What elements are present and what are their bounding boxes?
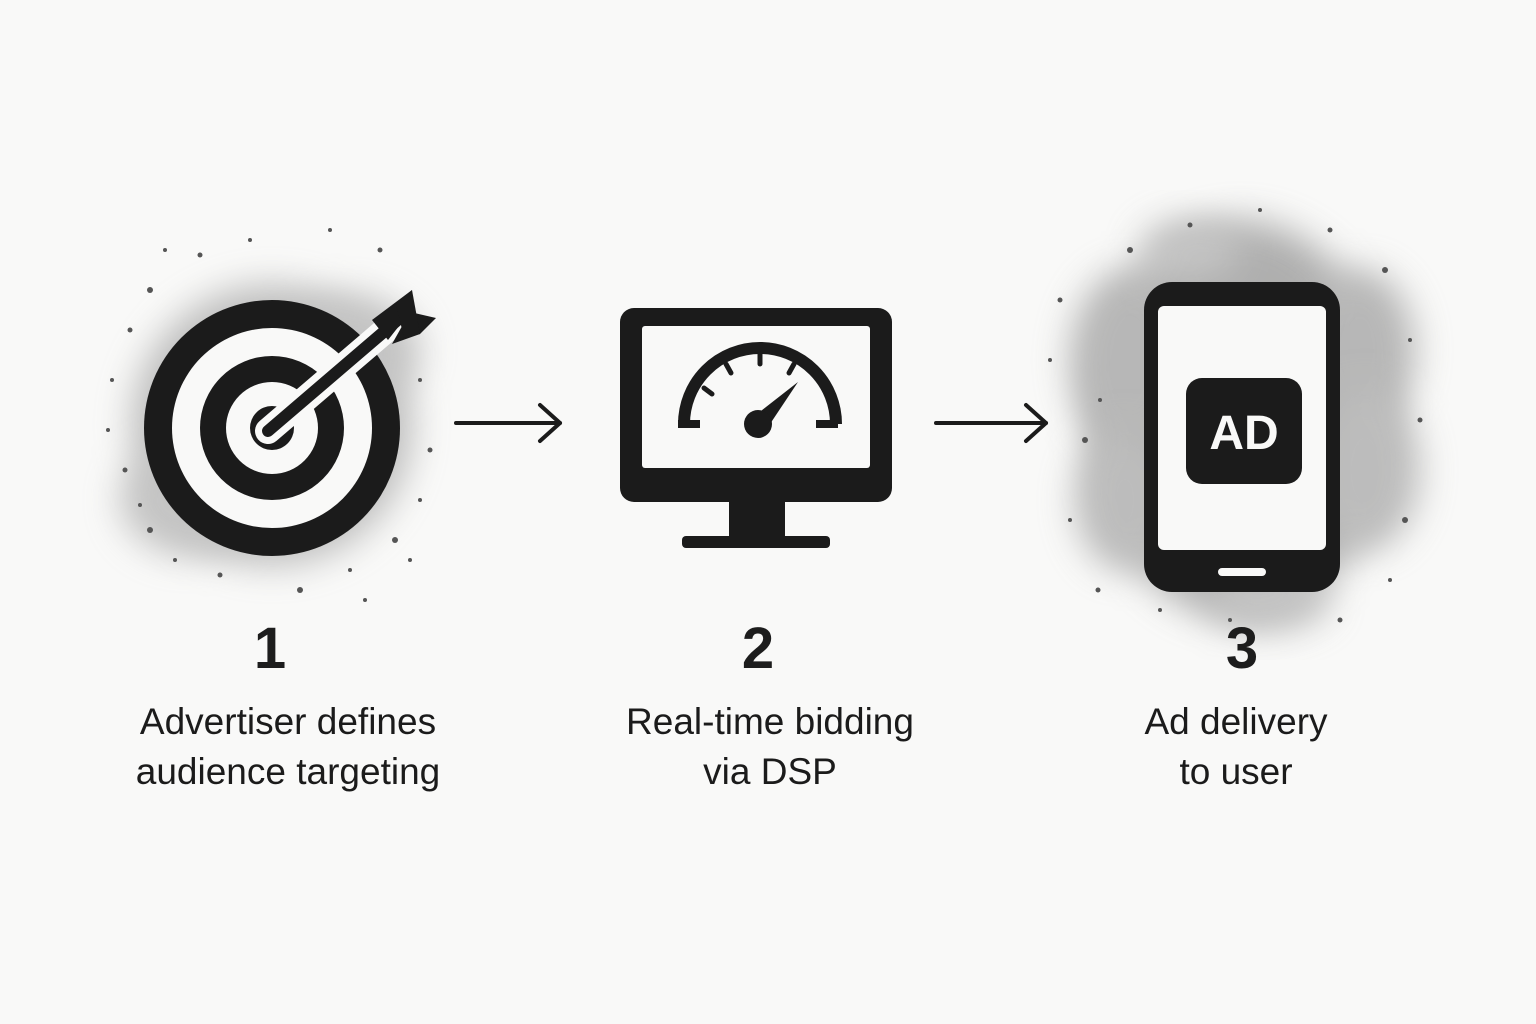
phone-speckles	[1048, 208, 1423, 623]
smartphone-ad-icon: AD	[1048, 208, 1423, 630]
step-3-caption-line-1: Ad delivery	[1144, 701, 1328, 742]
step-1-caption-line-2: audience targeting	[135, 751, 441, 792]
flow-arrow-1	[454, 403, 562, 443]
step-2-caption-line-1: Real-time bidding	[626, 701, 914, 742]
step-2-number: 2	[741, 616, 775, 681]
target-arrow-icon	[106, 228, 436, 602]
step-3-caption-line-2: to user	[1179, 751, 1293, 792]
step-1-number: 1	[253, 616, 287, 681]
monitor-gauge-icon	[620, 308, 892, 548]
ad-badge-text: AD	[1209, 407, 1278, 460]
target-speckles	[106, 228, 433, 602]
ad-badge	[1186, 378, 1302, 484]
step-3-caption: Ad delivery to user	[1036, 697, 1436, 797]
flow-arrow-2	[934, 403, 1048, 443]
step-1-caption-line-1: Advertiser defines	[139, 701, 437, 742]
step-3-number: 3	[1225, 616, 1259, 681]
step-2-caption: Real-time bidding via DSP	[570, 697, 970, 797]
step-1-caption: Advertiser defines audience targeting	[88, 697, 488, 797]
step-2-caption-line-2: via DSP	[703, 751, 837, 792]
